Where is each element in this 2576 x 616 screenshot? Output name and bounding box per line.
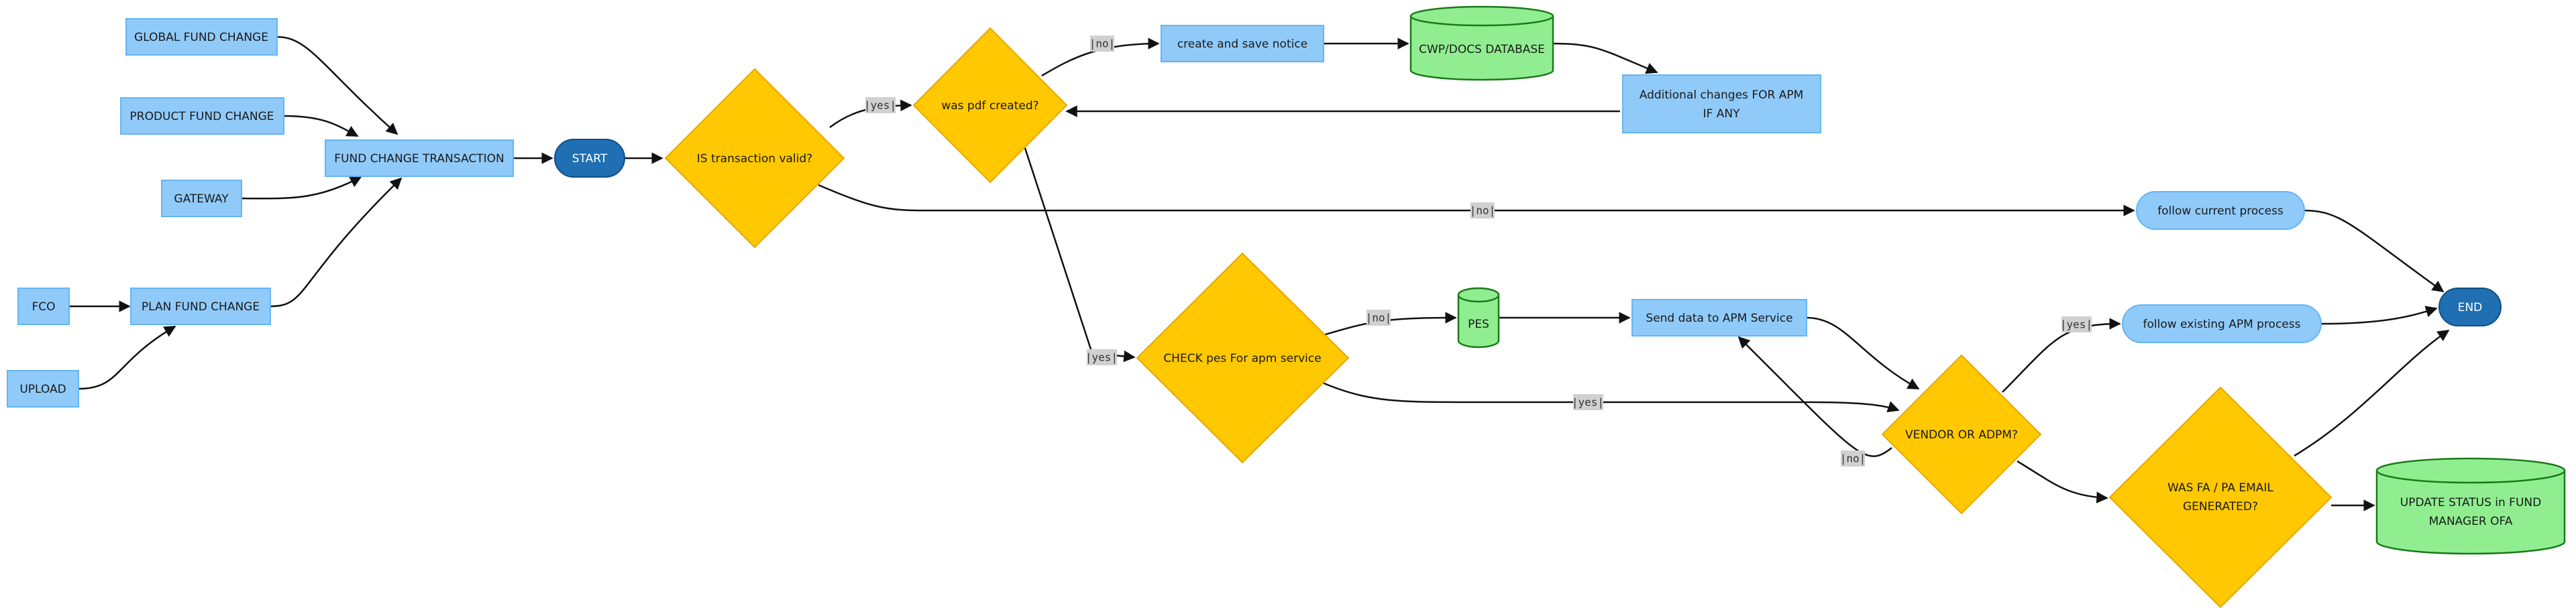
node-fco[interactable]: FCO xyxy=(17,288,70,325)
edge-label-vendor-yes: |yes| xyxy=(2060,316,2092,332)
node-pes[interactable]: PES xyxy=(1457,287,1500,349)
node-is-transaction-valid[interactable]: IS transaction valid? xyxy=(664,68,845,249)
node-global-fund-change[interactable]: GLOBAL FUND CHANGE xyxy=(125,18,278,56)
svg-text:|yes|: |yes| xyxy=(1085,351,1118,364)
node-end[interactable]: END xyxy=(2438,288,2502,326)
edge-upload-to-plan xyxy=(78,325,176,390)
edge-follow-current-to-end xyxy=(2304,209,2445,293)
svg-text:|no|: |no| xyxy=(1089,38,1116,50)
edge-pdf-to-notice xyxy=(1041,38,1160,77)
edges xyxy=(69,36,2450,511)
svg-text:|yes|: |yes| xyxy=(864,99,896,112)
edge-valid-to-follow-current xyxy=(818,184,2135,217)
svg-text:END: END xyxy=(2458,301,2483,314)
edge-check-pes-to-vendor xyxy=(1320,381,1900,413)
node-check-pes[interactable]: CHECK pes For apm service xyxy=(1136,252,1350,464)
svg-text:UPDATE STATUS in FUND: UPDATE STATUS in FUND xyxy=(2400,496,2541,509)
edge-pdf-to-check-pes xyxy=(1013,115,1136,363)
svg-text:|yes|: |yes| xyxy=(1572,396,1604,409)
node-product-fund-change[interactable]: PRODUCT FUND CHANGE xyxy=(120,97,284,135)
svg-text:Additional changes FOR APM: Additional changes FOR APM xyxy=(1640,88,1804,102)
svg-text:was pdf created?: was pdf created? xyxy=(941,99,1038,113)
node-vendor-or-adpm[interactable]: VENDOR OR ADPM? xyxy=(1881,354,2042,515)
svg-text:GATEWAY: GATEWAY xyxy=(174,192,229,206)
svg-text:|no|: |no| xyxy=(1366,312,1392,324)
svg-text:MANAGER OFA: MANAGER OFA xyxy=(2429,515,2513,528)
svg-text:Send data to APM Service: Send data to APM Service xyxy=(1646,312,1792,325)
edge-follow-existing-to-end xyxy=(2320,306,2438,325)
edge-vendor-to-send-apm xyxy=(1737,336,1892,457)
node-was-fa-pa-email-generated[interactable]: WAS FA / PA EMAIL GENERATED? xyxy=(2108,386,2332,609)
svg-text:GLOBAL FUND CHANGE: GLOBAL FUND CHANGE xyxy=(134,31,268,44)
edge-fa-pa-to-end xyxy=(2294,329,2450,457)
node-was-pdf-created[interactable]: was pdf created? xyxy=(912,27,1068,184)
svg-text:PES: PES xyxy=(1468,318,1489,331)
edge-label-vendor-no: |no| xyxy=(1840,450,1866,467)
node-cwp-docs-database[interactable]: CWP/DOCS DATABASE xyxy=(1409,5,1554,81)
svg-text:FCO: FCO xyxy=(32,300,55,314)
node-create-and-save-notice[interactable]: create and save notice xyxy=(1161,25,1324,62)
svg-text:IS transaction valid?: IS transaction valid? xyxy=(697,152,812,166)
svg-text:create and save notice: create and save notice xyxy=(1177,38,1307,51)
svg-text:VENDOR OR ADPM?: VENDOR OR ADPM? xyxy=(1905,428,2018,442)
svg-text:|no|: |no| xyxy=(1840,452,1866,465)
edge-plan-to-transaction xyxy=(270,177,402,308)
svg-text:|no|: |no| xyxy=(1470,204,1496,217)
edge-product-to-transaction xyxy=(283,115,359,137)
svg-text:|yes|: |yes| xyxy=(2060,318,2092,331)
node-fund-change-transaction[interactable]: FUND CHANGE TRANSACTION xyxy=(325,139,514,177)
edge-cwp-to-additional xyxy=(1552,42,1658,74)
edge-label-pes-no: |no| xyxy=(1366,310,1392,326)
svg-text:PRODUCT FUND CHANGE: PRODUCT FUND CHANGE xyxy=(130,110,274,123)
node-follow-existing-apm[interactable]: follow existing APM process xyxy=(2122,304,2322,343)
edge-label-valid-no: |no| xyxy=(1470,202,1496,219)
svg-text:START: START xyxy=(572,152,608,166)
node-plan-fund-change[interactable]: PLAN FUND CHANGE xyxy=(130,288,271,325)
node-gateway[interactable]: GATEWAY xyxy=(161,180,242,217)
node-start[interactable]: START xyxy=(554,139,625,178)
node-additional-changes[interactable]: Additional changes FOR APM IF ANY xyxy=(1622,74,1821,133)
svg-text:GENERATED?: GENERATED? xyxy=(2183,500,2258,513)
svg-text:FUND CHANGE TRANSACTION: FUND CHANGE TRANSACTION xyxy=(334,152,504,166)
edge-send-apm-to-vendor xyxy=(1806,316,1920,390)
svg-text:CHECK pes For apm service: CHECK pes For apm service xyxy=(1163,352,1321,365)
edge-global-to-transaction xyxy=(276,36,398,135)
svg-text:follow current process: follow current process xyxy=(2157,204,2284,218)
node-update-status[interactable]: UPDATE STATUS in FUND MANAGER OFA xyxy=(2375,457,2566,555)
edge-labels: |yes| |no| |no| |yes| |no| |yes| |yes| xyxy=(864,36,2092,467)
node-follow-current-process[interactable]: follow current process xyxy=(2136,191,2305,230)
nodes: GLOBAL FUND CHANGE PRODUCT FUND CHANGE G… xyxy=(7,5,2566,609)
svg-text:follow existing APM process: follow existing APM process xyxy=(2143,318,2301,331)
node-upload[interactable]: UPLOAD xyxy=(7,370,79,408)
edge-label-valid-yes: |yes| xyxy=(864,97,896,113)
edge-vendor-to-fa-pa xyxy=(2017,460,2108,503)
svg-text:IF ANY: IF ANY xyxy=(1703,107,1741,121)
edge-label-pes-yes: |yes| xyxy=(1572,394,1604,410)
node-send-data-to-apm[interactable]: Send data to APM Service xyxy=(1631,299,1807,336)
edge-vendor-to-follow-existing xyxy=(2002,318,2121,393)
edge-label-pdf-yes: |yes| xyxy=(1085,349,1118,365)
edge-valid-to-pdf xyxy=(829,99,912,128)
svg-text:CWP/DOCS DATABASE: CWP/DOCS DATABASE xyxy=(1419,43,1545,56)
svg-text:PLAN FUND CHANGE: PLAN FUND CHANGE xyxy=(142,300,260,314)
svg-text:WAS FA / PA EMAIL: WAS FA / PA EMAIL xyxy=(2167,481,2273,495)
edge-gateway-to-transaction xyxy=(241,176,362,200)
svg-text:UPLOAD: UPLOAD xyxy=(19,383,66,396)
edge-label-pdf-no: |no| xyxy=(1089,36,1116,52)
